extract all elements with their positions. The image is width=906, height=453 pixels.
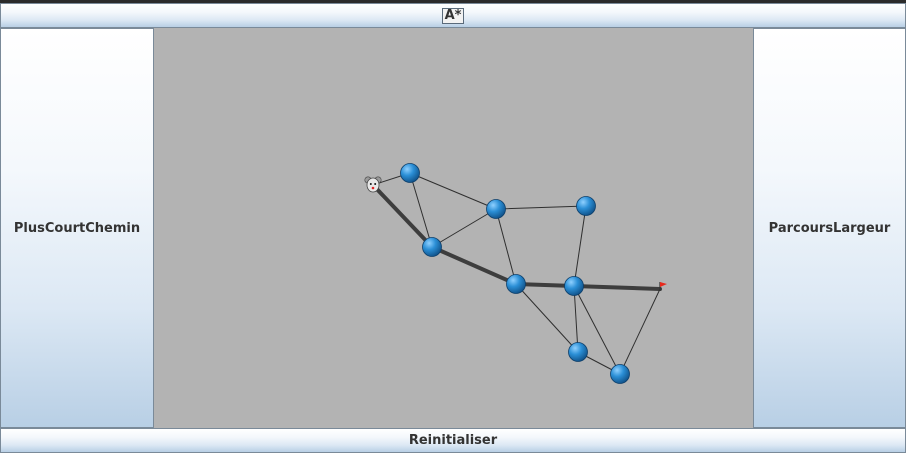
- graph-edge: [573, 285, 579, 353]
- graph-edge: [495, 208, 517, 285]
- graph-node[interactable]: [400, 163, 420, 183]
- graph-node[interactable]: [506, 274, 526, 294]
- graph-node[interactable]: [610, 364, 630, 384]
- red-flag-icon[interactable]: [659, 282, 667, 291]
- graph-canvas[interactable]: [154, 28, 753, 428]
- path-edge: [371, 183, 434, 249]
- graph-node[interactable]: [564, 276, 584, 296]
- reset-label: Reinitialiser: [408, 433, 498, 448]
- graph-node[interactable]: [576, 196, 596, 216]
- graph-edge: [515, 283, 579, 353]
- graph-node[interactable]: [422, 237, 442, 257]
- path-edge: [430, 245, 518, 286]
- graph-edge: [431, 208, 497, 248]
- astar-label: A*: [441, 7, 465, 24]
- graph-edge: [409, 172, 433, 248]
- graph-edge: [409, 172, 497, 210]
- mouse-icon[interactable]: [364, 176, 382, 193]
- graph-edge: [573, 285, 621, 375]
- path-edge: [572, 284, 662, 291]
- bfs-label: ParcoursLargeur: [768, 220, 891, 236]
- graph-node[interactable]: [568, 342, 588, 362]
- nodes-layer: [364, 163, 667, 384]
- bfs-button[interactable]: ParcoursLargeur: [753, 28, 906, 428]
- reset-button[interactable]: Reinitialiser: [0, 428, 906, 453]
- graph-view[interactable]: [154, 28, 753, 428]
- window-top-edge: [0, 0, 906, 3]
- shortest-path-button[interactable]: PlusCourtChemin: [0, 28, 154, 428]
- graph-edge: [495, 205, 587, 210]
- astar-button[interactable]: A*: [0, 3, 906, 28]
- shortest-path-label: PlusCourtChemin: [13, 220, 141, 236]
- graph-edge: [573, 205, 587, 287]
- graph-edge: [619, 288, 661, 375]
- edges-layer: [371, 172, 662, 375]
- graph-node[interactable]: [486, 199, 506, 219]
